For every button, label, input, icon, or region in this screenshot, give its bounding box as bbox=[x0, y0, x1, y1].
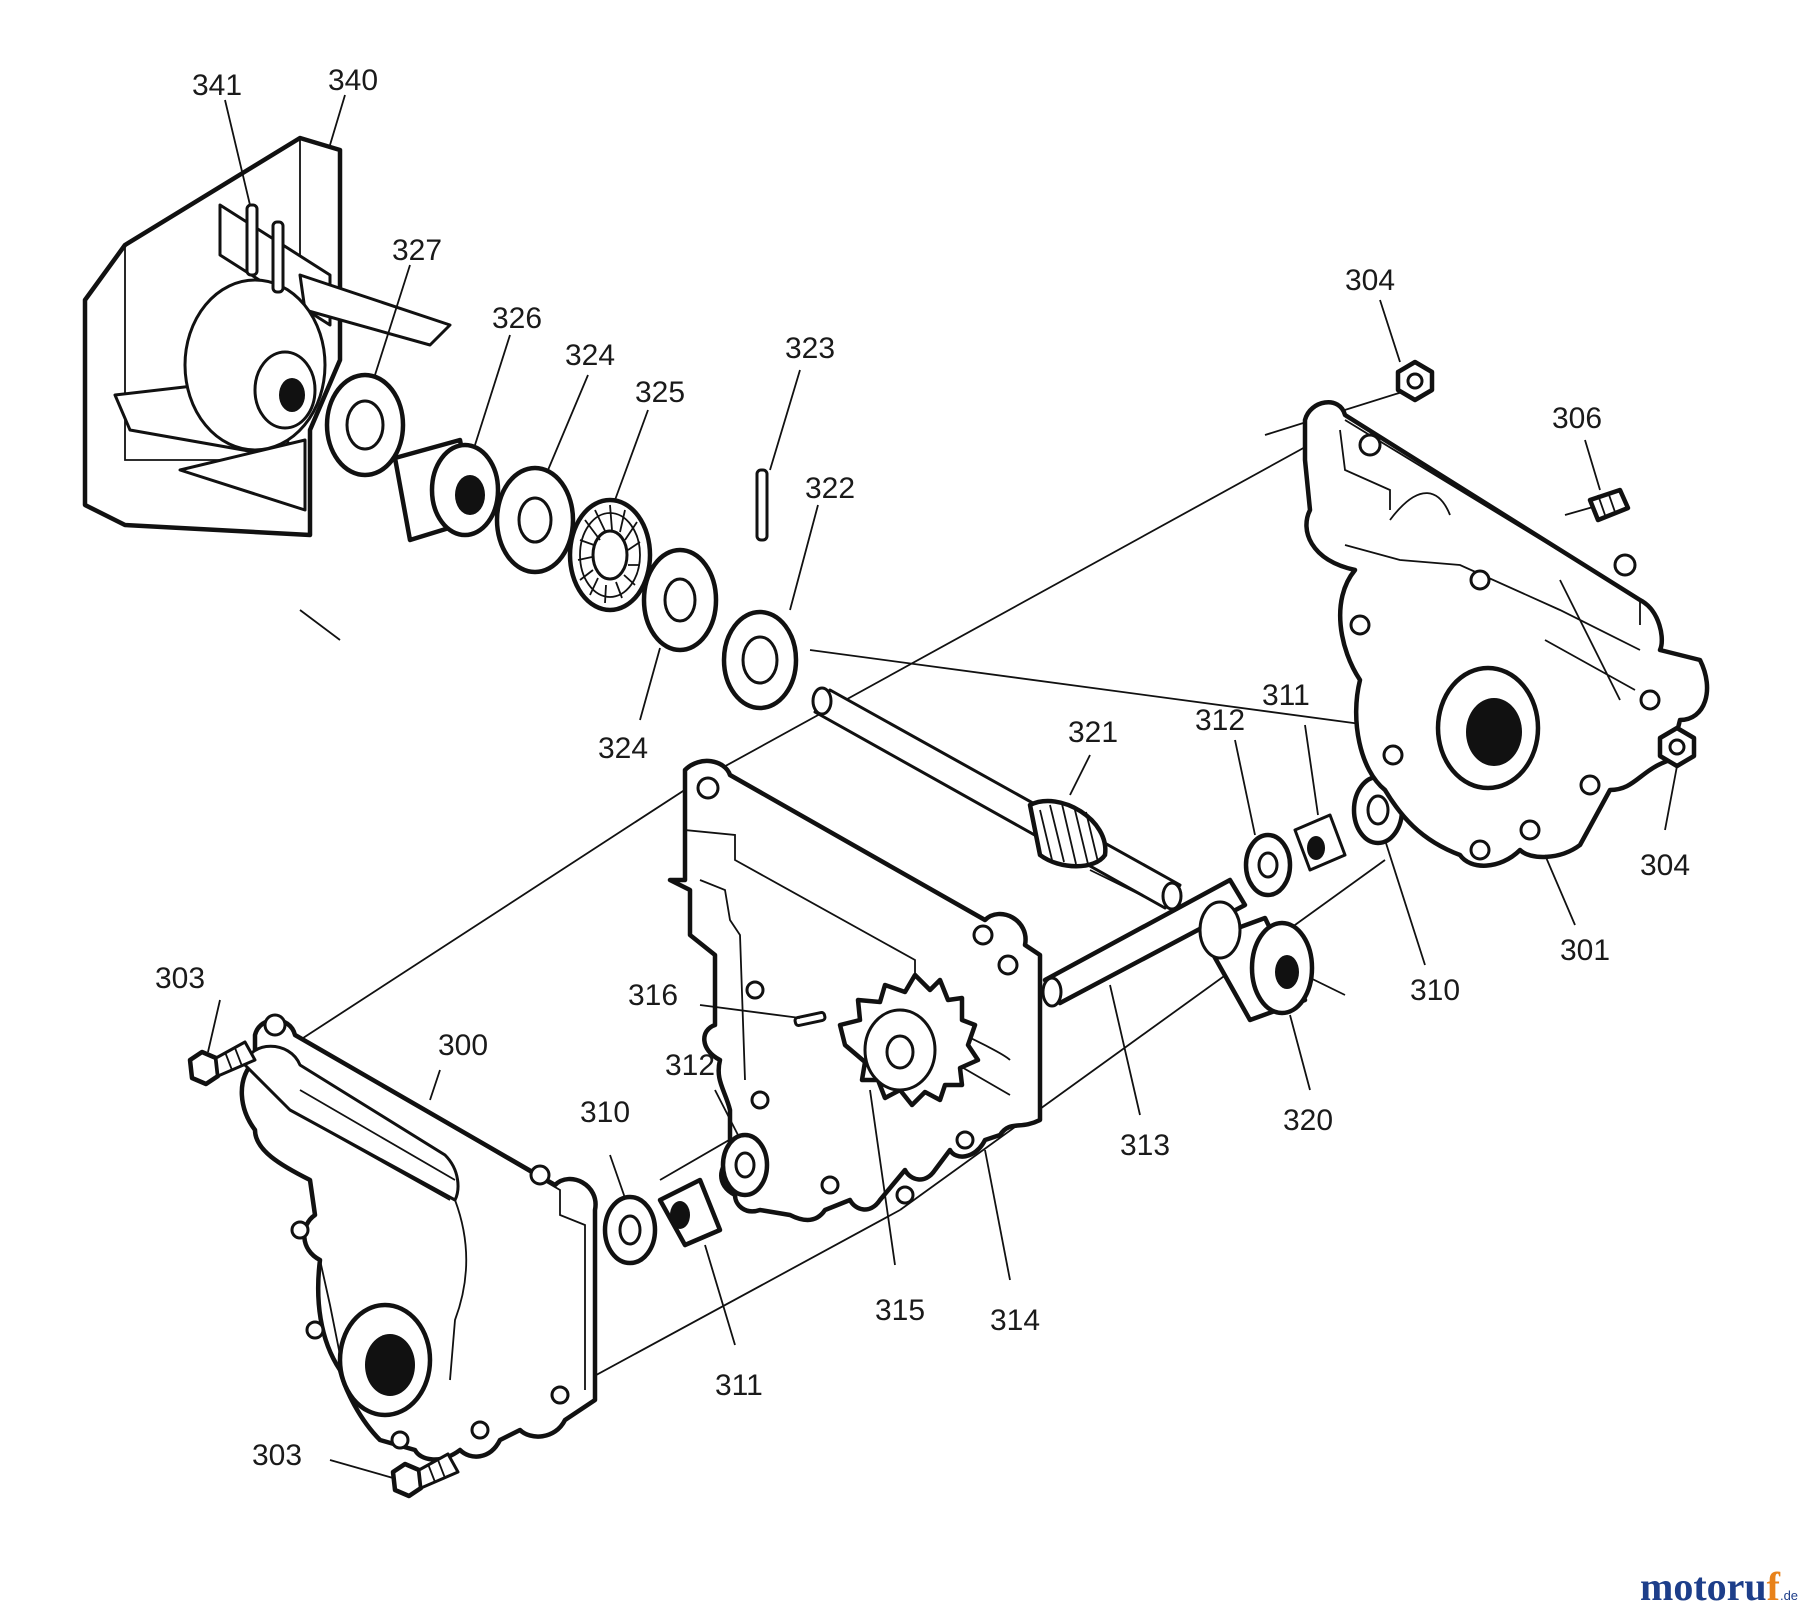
nut-304-top bbox=[1395, 359, 1435, 403]
chute-bracket-340 bbox=[82, 135, 452, 538]
bushing-311-right bbox=[1293, 813, 1347, 872]
washer-324-upper bbox=[494, 465, 576, 575]
callout-324-upper: 324 bbox=[565, 339, 615, 372]
washer-310-left bbox=[602, 1194, 658, 1266]
callout-304-right: 304 bbox=[1640, 849, 1690, 882]
callout-323: 323 bbox=[785, 332, 835, 365]
watermark-tld: .de bbox=[1780, 1588, 1798, 1603]
pins-341 bbox=[245, 203, 285, 294]
gasket-314 bbox=[667, 758, 1043, 1223]
callout-303-top: 303 bbox=[155, 962, 205, 995]
callout-leaders bbox=[207, 94, 1678, 1479]
callout-315: 315 bbox=[875, 1294, 925, 1327]
bushing-326 bbox=[392, 437, 501, 543]
thrust-bearing-325 bbox=[567, 497, 653, 613]
nut-304-right bbox=[1657, 725, 1697, 769]
svg-text:motoruf.de: motoruf.de bbox=[1640, 1564, 1798, 1609]
gear-housing-301 bbox=[1302, 400, 1710, 868]
callout-306: 306 bbox=[1552, 402, 1602, 435]
pin-323 bbox=[755, 468, 769, 542]
bushing-320 bbox=[1198, 900, 1315, 1023]
washer-324-lower bbox=[641, 547, 719, 653]
washer-312-right bbox=[1243, 832, 1293, 898]
callout-324-lower: 324 bbox=[598, 732, 648, 765]
callout-312-left: 312 bbox=[665, 1049, 715, 1082]
callout-320: 320 bbox=[1283, 1104, 1333, 1137]
callout-301: 301 bbox=[1560, 934, 1610, 967]
washer-322 bbox=[721, 609, 799, 711]
shaft-313 bbox=[1041, 877, 1248, 1008]
callout-304-top: 304 bbox=[1345, 264, 1395, 297]
callout-327: 327 bbox=[392, 234, 442, 267]
gear-315 bbox=[837, 972, 981, 1108]
watermark-accent: f bbox=[1767, 1564, 1781, 1609]
callout-340: 340 bbox=[328, 64, 378, 97]
callout-321: 321 bbox=[1068, 716, 1118, 749]
callout-300: 300 bbox=[438, 1029, 488, 1062]
callout-314: 314 bbox=[990, 1304, 1040, 1337]
bushing-311-left bbox=[657, 1177, 723, 1248]
gear-housing-300 bbox=[239, 1013, 598, 1462]
callout-312-right: 312 bbox=[1195, 704, 1245, 737]
callout-325: 325 bbox=[635, 376, 685, 409]
callout-341: 341 bbox=[192, 69, 242, 102]
callout-310-right: 310 bbox=[1410, 974, 1460, 1007]
watermark-main: motoru bbox=[1640, 1564, 1767, 1609]
bolt-303-bottom bbox=[390, 1452, 460, 1499]
callout-311-left: 311 bbox=[715, 1369, 763, 1402]
worm-shaft-321 bbox=[811, 686, 1183, 911]
pin-316 bbox=[793, 1011, 827, 1027]
washer-312-left bbox=[720, 1132, 770, 1198]
plug-306 bbox=[1587, 487, 1631, 523]
bolt-303-top bbox=[187, 1040, 257, 1087]
callout-labels: 341 340 327 326 324 325 323 322 324 304 … bbox=[155, 64, 1690, 1472]
callout-313: 313 bbox=[1120, 1129, 1170, 1162]
callout-303-bottom: 303 bbox=[252, 1439, 302, 1472]
callout-316: 316 bbox=[628, 979, 678, 1012]
callout-322: 322 bbox=[805, 472, 855, 505]
washer-327 bbox=[324, 372, 406, 478]
callout-311-right: 311 bbox=[1262, 679, 1310, 712]
watermark-logo: motoruf.de bbox=[1640, 1564, 1798, 1609]
callout-326: 326 bbox=[492, 302, 542, 335]
callout-310-left: 310 bbox=[580, 1096, 630, 1129]
